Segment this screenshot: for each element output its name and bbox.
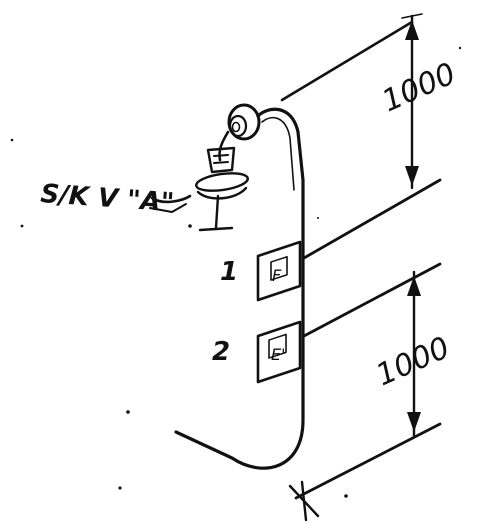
plate-1: F (256, 240, 302, 302)
plate-2-mark: E' (271, 345, 286, 364)
cross-mark (288, 480, 320, 522)
scan-noise (10, 46, 462, 498)
plate-1-mark: F (272, 266, 282, 285)
pipe-run (174, 107, 305, 470)
plate-2-label: 2 (212, 337, 230, 367)
valve-label: S/K V "A" (40, 179, 176, 218)
level-lines (280, 20, 442, 500)
upper-dimension: 1000 (377, 13, 461, 190)
plate-1-label: 1 (220, 257, 238, 287)
upper-dimension-value: 1000 (377, 56, 461, 119)
valve-assembly (149, 103, 261, 232)
lower-dimension: 1000 (371, 270, 455, 438)
plate-2: E' (256, 320, 302, 384)
